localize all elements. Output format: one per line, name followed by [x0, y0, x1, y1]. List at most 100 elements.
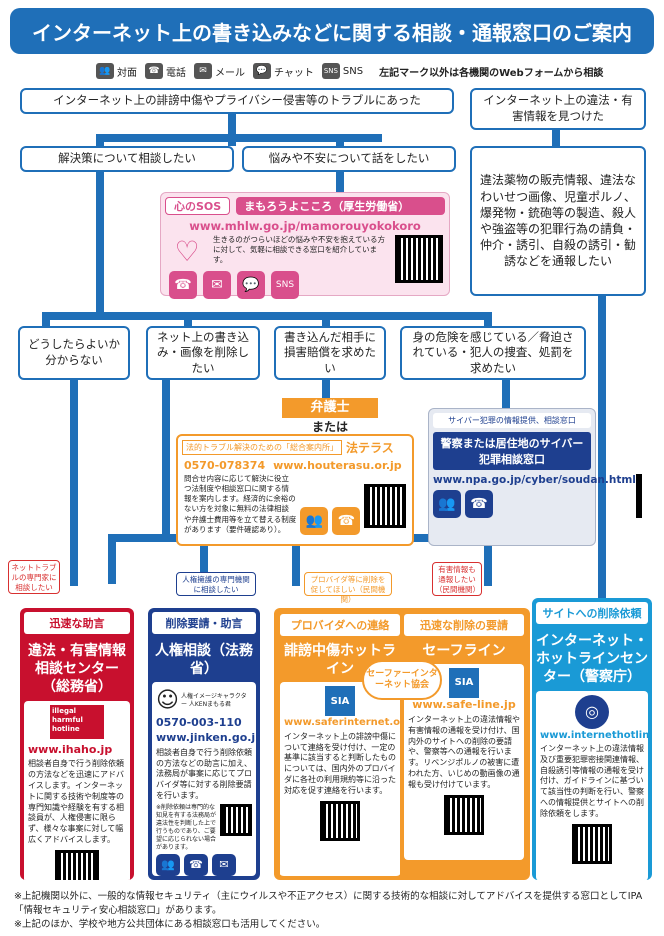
connector [96, 170, 104, 316]
qr-code [395, 235, 443, 283]
saferinternet-card: プロバイダへの連絡 誹謗中傷ホットライン SIA www.saferintern… [278, 612, 402, 876]
face-to-face-icon: 👥 [96, 63, 114, 79]
ihaho-name: 違法・有害情報相談センター（総務省） [28, 643, 126, 696]
connector [322, 380, 330, 398]
phone-icon: ☎ [169, 271, 197, 299]
solution-box: 解決策について相談したい [20, 146, 234, 172]
ihaho-body: illegal harmful hotline www.ihaho.jp 相談者… [24, 700, 130, 880]
phone-icon: ☎ [332, 506, 361, 535]
legend-phone: ☎電話 [145, 63, 186, 79]
cyber-panel: サイバー犯罪の情報提供、相談窓口 警察または居住地のサイバー犯罪相談窓口 www… [428, 408, 642, 546]
legend-mail: ✉メール [194, 63, 245, 79]
ihaho-logo: illegal harmful hotline [50, 704, 104, 739]
phone-icon: ☎ [184, 854, 208, 877]
saferinternet-head: プロバイダへの連絡 [280, 614, 400, 636]
saferinternet-name: 誹謗中傷ホットライン [284, 643, 396, 678]
hotline-url[interactable]: www.internethotline.jp [540, 729, 652, 741]
sos-desc: 生きるのがつらいほどの悩みや不安を抱えている方に対して、気軽に相談できる窓口を紹… [213, 235, 385, 265]
lawyer-label: 弁護士 [282, 398, 378, 418]
legend-label: SNS [342, 65, 364, 77]
houterasu-url[interactable]: www.houterasu.or.jp [273, 459, 402, 472]
sos-header: 心のSOS まもろうよこころ（厚生労働省） [161, 193, 449, 219]
connector [336, 134, 344, 148]
saferinternet-desc: インターネット上の誹謗中傷について連絡を受け付け、一定の基準に該当すると判断した… [284, 731, 396, 795]
qr-code [444, 794, 484, 835]
houterasu-panel: 法的トラブル解決のための「総合案内所」 法テラス 0570-078374 www… [176, 434, 414, 546]
jinken-url[interactable]: www.jinken.go.jp [156, 730, 260, 744]
jinken-head: 削除要請・助言 [152, 612, 256, 634]
safeline-desc: インターネット上の違法情報や有害情報の通報を受け付け、国内外のサイトへの削除の要… [408, 715, 520, 789]
sos-panel: 心のSOS まもろうよこころ（厚生労働省） www.mhlw.go.jp/mam… [160, 192, 450, 299]
mail-icon: ✉ [194, 63, 212, 79]
hotline-name: インターネット・ホットラインセンター（警察庁） [536, 633, 648, 686]
connector [96, 134, 104, 148]
mascot-icon: ☺ [156, 688, 179, 714]
mail-icon: ✉ [203, 271, 231, 299]
connector [42, 312, 492, 320]
qr-code [320, 800, 360, 841]
jinken-desc: 相談者自身で行う削除依頼の方法などの助言に加え、法務局が事案に応じてプロバイダ等… [156, 747, 252, 800]
connector [598, 296, 606, 598]
legend-label: 対面 [117, 67, 137, 79]
sia-logo: SIA [325, 686, 355, 717]
how-box: どうしたらよいか分からない [18, 326, 130, 380]
hotline-body: ◎ www.internethotline.jp インターネット上の違法情報及び… [536, 690, 652, 880]
globe-icon: ◎ [575, 694, 609, 729]
chat-icon: 💬 [237, 271, 265, 299]
qr-code [364, 484, 406, 528]
callout-provider: プロバイダ等に削除を促してほしい（民間機関） [304, 572, 392, 604]
legend-note: 左記マーク以外は各機関のWebフォームから相談 [379, 67, 604, 79]
sos-tag: 心のSOS [165, 197, 231, 215]
connector [292, 534, 300, 586]
safeline-url[interactable]: www.safe-line.jp [412, 698, 516, 712]
ihaho-url[interactable]: www.ihaho.jp [28, 742, 113, 756]
heart-hands-icon: ♡ [174, 235, 200, 268]
sos-url[interactable]: www.mhlw.go.jp/mamorouyokokoro [189, 219, 421, 233]
houterasu-tag: 法的トラブル解決のための「総合案内所」 [182, 440, 342, 455]
safeline-head: 迅速な削除の要請 [404, 614, 524, 636]
connector [484, 534, 492, 586]
ihaho-desc: 相談者自身で行う削除依頼の方法などを迅速にアドバイスします。インターネットに関す… [28, 759, 124, 844]
sns-icon: SNS [271, 271, 299, 299]
legend-label: メール [215, 67, 245, 79]
qr-code [55, 849, 99, 880]
houterasu-phone[interactable]: 0570-078374 [184, 459, 266, 472]
ihaho-head: 迅速な助言 [24, 612, 130, 634]
sos-name: まもろうよこころ（厚生労働省） [236, 197, 445, 215]
connector [96, 134, 382, 142]
worry-box: 悩みや不安について話をしたい [242, 146, 456, 172]
report-box: 違法薬物の販売情報、違法なわいせつ画像、児童ポルノ、爆発物・銃砲等の製造、殺人や… [470, 146, 646, 296]
cyber-tag: サイバー犯罪の情報提供、相談窓口 [433, 413, 591, 428]
connector [162, 380, 170, 540]
saferinternet-body: SIA www.saferinternet.or.jp/bullying/ イン… [280, 682, 402, 876]
phone-icon: ☎ [145, 63, 163, 79]
legend-face-to-face: 👥対面 [96, 63, 137, 79]
houterasu-header: 法的トラブル解決のための「総合案内所」 法テラス [178, 436, 412, 459]
danger-box: 身の危険を感じている／脅迫されている・犯人の捜査、処罰を求めたい [400, 326, 586, 380]
jinken-phone[interactable]: 0570-003-110 [156, 716, 242, 730]
jinken-name: 人権相談（法務省） [155, 643, 253, 678]
hotline-head: サイトへの削除依頼 [536, 602, 648, 624]
connector [108, 534, 116, 584]
saferinternet-url[interactable]: www.saferinternet.or.jp/bullying/ [284, 717, 402, 729]
sns-icon: SNS [321, 63, 340, 79]
delete-box: ネット上の書き込み・画像を削除したい [146, 326, 260, 380]
callout-ihaho: ネットトラブルの専門家に相談したい [8, 560, 60, 594]
connector [502, 380, 510, 408]
legend-label: 電話 [166, 67, 186, 79]
chat-icon: 💬 [253, 63, 271, 79]
qr-code [220, 803, 252, 836]
connector [552, 128, 560, 146]
connector [184, 312, 192, 326]
connector [322, 312, 330, 326]
page-title: インターネット上の書き込みなどに関する相談・通報窓口のご案内 [10, 8, 654, 54]
compensation-box: 書き込んだ相手に損害賠償を求めたい [274, 326, 386, 380]
cyber-url[interactable]: www.npa.go.jp/cyber/soudan.html [433, 474, 636, 486]
sia-logo: SIA [449, 668, 479, 699]
callout-safeline: 有害情報も通報したい（民間機関） [432, 562, 482, 596]
ihaho-card: 迅速な助言 違法・有害情報相談センター（総務省） illegal harmful… [20, 608, 134, 880]
connector [336, 170, 344, 192]
legend-chat: 💬チャット [253, 63, 314, 79]
